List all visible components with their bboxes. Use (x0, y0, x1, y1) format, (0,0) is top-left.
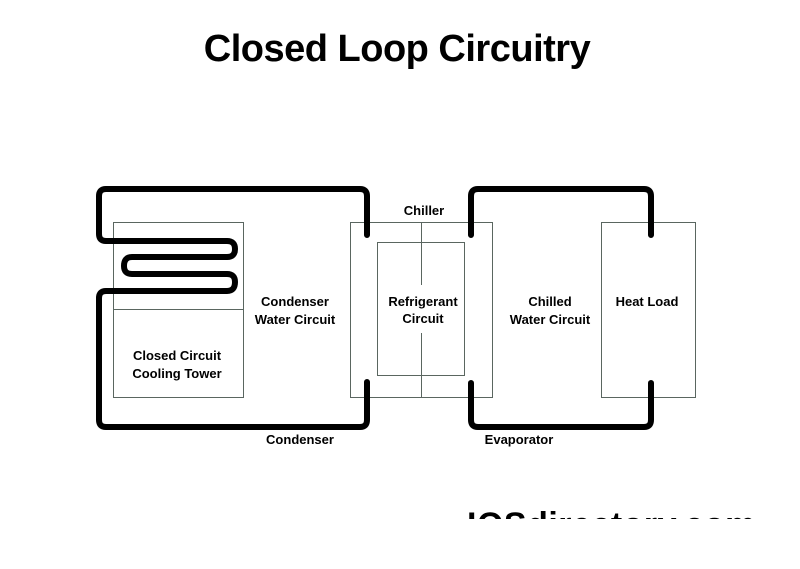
chiller-label: Chiller (404, 203, 444, 218)
chilled-water-circuit-label-line1: Chilled (528, 294, 571, 309)
heat-load-label: Heat Load (616, 294, 679, 309)
condenser-label: Condenser (266, 432, 334, 447)
condenser-water-supply-pipe (96, 186, 370, 301)
cooling-tower-label-line2: Cooling Tower (132, 366, 221, 381)
heat-load-box (601, 222, 696, 398)
refrigerant-circuit-label-line1: Refrigerant (388, 294, 458, 309)
condenser-water-return-pipe (96, 295, 370, 430)
cooling-tower-box (113, 309, 244, 398)
watermark-logo: IQSdirectory.com (467, 505, 756, 519)
refrigerant-circuit-label-line2: Circuit (402, 311, 444, 326)
chilled-water-return-pipe (468, 380, 654, 430)
cooling-tower-coil-section (113, 222, 244, 310)
evaporator-label: Evaporator (485, 432, 554, 447)
condenser-water-circuit-label-line1: Condenser (261, 294, 329, 309)
chilled-water-circuit-label-line2: Water Circuit (510, 312, 591, 327)
chilled-water-supply-pipe (468, 186, 654, 238)
cooling-tower-label-line1: Closed Circuit (133, 348, 222, 363)
condenser-water-circuit-label-line2: Water Circuit (255, 312, 336, 327)
diagram-title: Closed Loop Circuitry (203, 28, 591, 70)
